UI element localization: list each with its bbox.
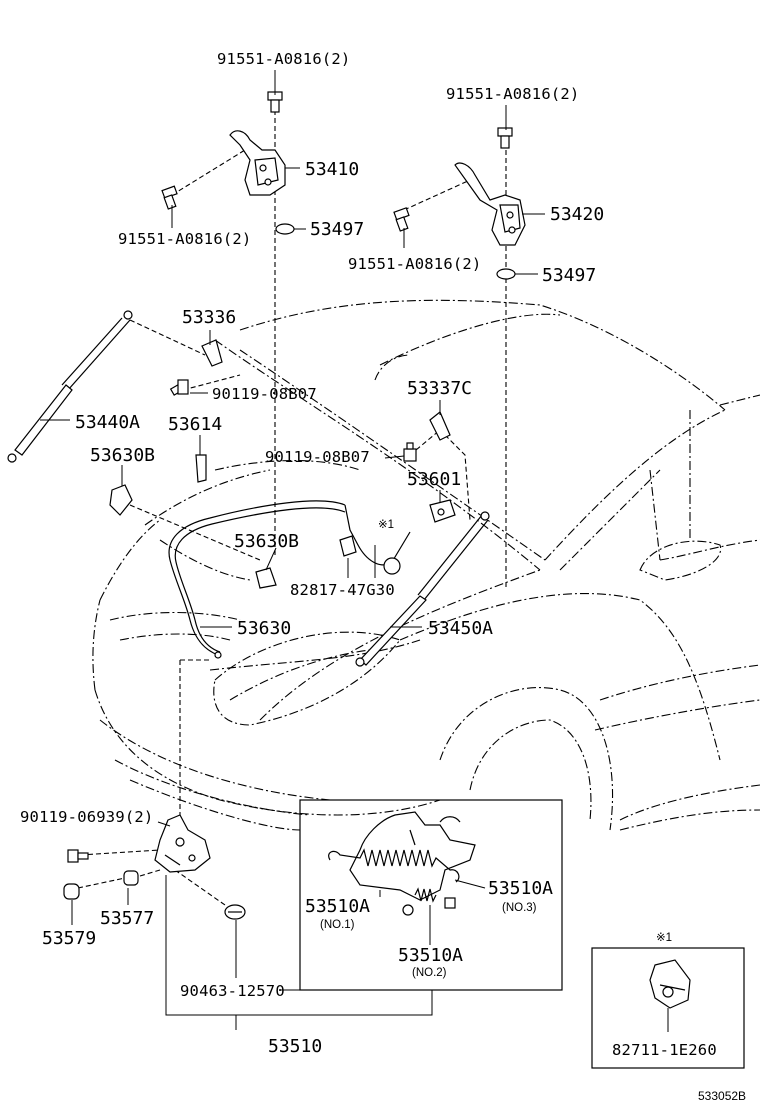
bolt-91551-top-rh: [497, 127, 513, 149]
label-53336: 53336: [182, 307, 236, 328]
label-53601: 53601: [407, 469, 461, 490]
label-53510a-no2: 53510A: [398, 945, 463, 966]
label-53337c: 53337C: [407, 378, 472, 399]
label-53510a-no3: 53510A: [488, 878, 553, 899]
spring-detail-box: [299, 799, 563, 991]
label-no2: (NO.2): [412, 967, 447, 979]
cushion-53579: [63, 883, 80, 900]
release-cable-53630-inner: [174, 507, 346, 653]
label-53614: 53614: [168, 414, 222, 435]
bracket-53336: [201, 339, 223, 367]
label-91551-side-rh: 91551-A0816(2): [348, 255, 481, 273]
bolt-90119-06939: [67, 849, 89, 863]
label-53630: 53630: [237, 618, 291, 639]
diagram-id: 533052B: [698, 1089, 746, 1103]
clip-53630b-left: [109, 484, 133, 516]
label-90119-08b07-rh: 90119-08B07: [265, 448, 370, 466]
release-lever-53601: [429, 499, 456, 523]
bolt-91551-side-lh: [161, 185, 178, 210]
hood-support-53440a: [7, 310, 133, 463]
label-91551-top-rh: 91551-A0816(2): [446, 85, 579, 103]
lock-group-bracket: [165, 875, 433, 1016]
label-53440a: 53440A: [75, 412, 140, 433]
cushion-53577: [123, 870, 139, 886]
part-labels: 91551-A0816(2) 53410 91551-A0816(2) 5349…: [20, 50, 746, 1103]
label-53410: 53410: [305, 159, 359, 180]
label-53630b-left: 53630B: [90, 445, 155, 466]
hood-hinge-lh: [229, 130, 286, 196]
washer-53497-lh: [275, 223, 295, 235]
label-82817: 82817-47G30: [290, 581, 395, 599]
label-ref-mark: ※1: [378, 519, 394, 531]
label-91551-side-lh: 91551-A0816(2): [118, 230, 251, 248]
label-90119-06939: 90119-06939(2): [20, 808, 153, 826]
label-inset-mark: ※1: [656, 932, 672, 944]
label-53577: 53577: [100, 908, 154, 929]
label-53420: 53420: [550, 204, 604, 225]
leader-lines: [40, 70, 545, 991]
washer-53497-rh: [496, 268, 516, 280]
bolt-90119-lh: [169, 379, 189, 396]
label-90463: 90463-12570: [180, 982, 285, 1000]
clip-90463: [224, 904, 246, 920]
clamp-82817: [339, 535, 357, 557]
label-91551-top-lh: 91551-A0816(2): [217, 50, 350, 68]
hood-support-53450a: [355, 511, 490, 667]
inset-box-hood-switch: [591, 947, 745, 1069]
hood-lock-assembly: [154, 814, 211, 873]
label-no3: (NO.3): [502, 902, 537, 914]
label-90119-08b07-lh: 90119-08B07: [212, 385, 317, 403]
label-53510: 53510: [268, 1036, 322, 1057]
release-cable-53630: [168, 500, 346, 656]
bracket-53337c: [429, 411, 451, 441]
label-53630b-center: 53630B: [234, 531, 299, 552]
label-53510a-no1: 53510A: [305, 896, 370, 917]
label-82711: 82711-1E260: [612, 1041, 717, 1059]
label-53579: 53579: [42, 928, 96, 949]
label-53497-rh: 53497: [542, 265, 596, 286]
car-body-outline: [92, 299, 760, 831]
label-53497-lh: 53497: [310, 219, 364, 240]
clip-53614: [195, 454, 207, 483]
bolt-91551-side-rh: [393, 207, 410, 232]
bolt-90119-rh: [403, 442, 417, 462]
hood-hinge-rh: [454, 162, 526, 246]
hood-switch-82711: [383, 557, 401, 575]
label-53450a: 53450A: [428, 618, 493, 639]
clip-53630b-center: [255, 567, 277, 589]
label-no1: (NO.1): [320, 919, 355, 931]
hood-switch-wire: [344, 504, 411, 566]
